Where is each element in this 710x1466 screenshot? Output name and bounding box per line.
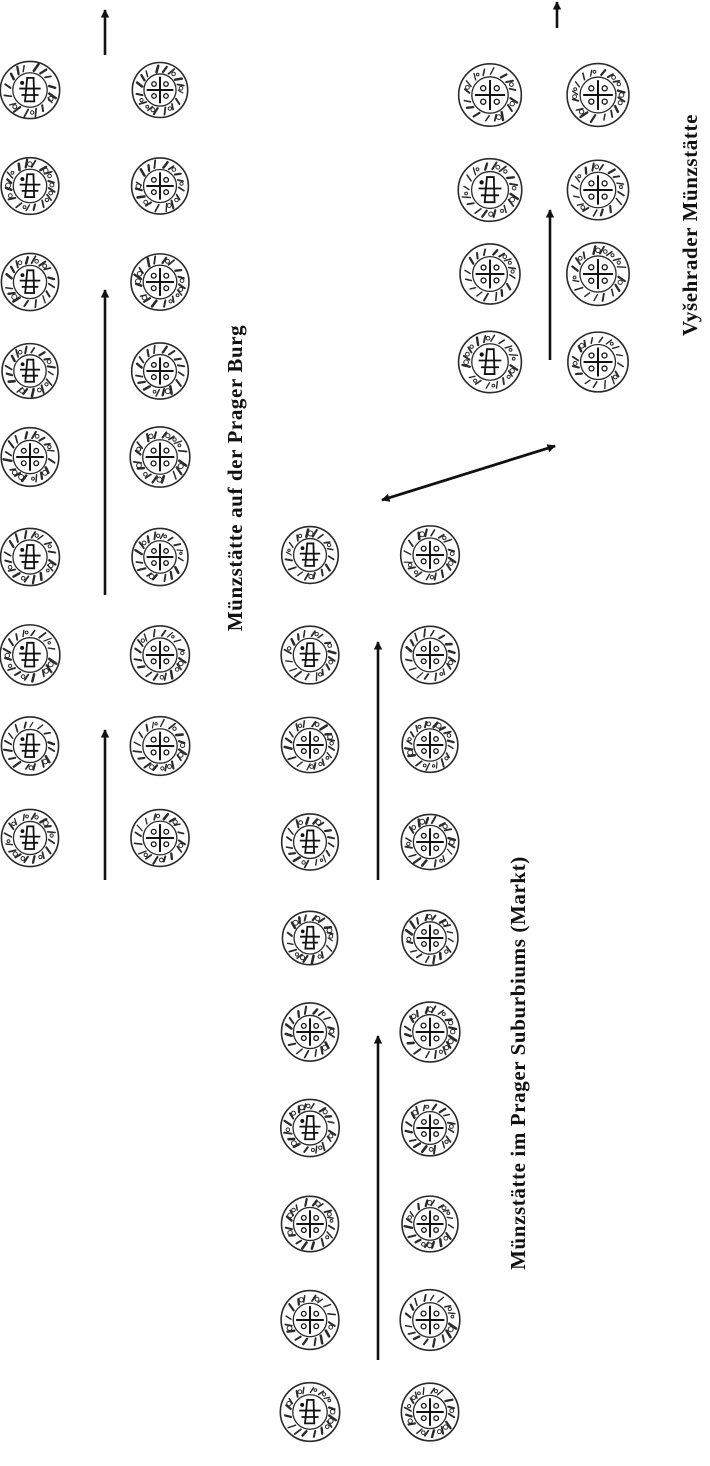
coin-icon [132,158,189,214]
coin-icon [400,1002,460,1062]
coin-icon [282,527,339,584]
coin-icon [402,910,458,965]
coin-icon [282,814,339,870]
coin-icon [280,1383,339,1442]
coin-icon [567,64,629,127]
coin-icon [132,343,189,399]
coin-icon [401,526,460,584]
coin-icon [1,253,58,310]
label-prague-suburbium: Münzstätte im Prager Suburbiums (Markt) [506,856,530,1270]
coin-icon [281,1003,338,1061]
coin-icon [282,911,337,964]
coin-icon [1,528,60,585]
coin-icon [131,810,189,867]
coin-icon [401,814,458,869]
coin-icon [131,626,190,684]
coin-icon [459,64,522,126]
coin-icon [567,243,629,306]
label-vysehrad: Vyšehrader Münzstätte [678,114,702,336]
coin-icon [401,1383,458,1441]
coin-icon [281,1099,339,1156]
coin-icon [567,160,628,219]
coin-icon [459,331,522,392]
coin-layer [0,61,629,1441]
coin-icon [1,809,58,866]
coin-icon [131,254,189,310]
coin-icon [402,1196,458,1252]
coin-icon [130,427,190,487]
coin-icon [132,528,188,585]
coin-icon [458,159,522,222]
label-prague-castle: Münzstätte auf der Prager Burg [223,325,247,632]
coin-icon [1,428,59,487]
coin-icon [402,718,458,773]
coin-icon [0,625,60,685]
coin-icon [402,1100,458,1156]
coin-icon [401,626,459,683]
coin-icon [568,332,628,392]
coin-icon [281,717,338,772]
coin-icon [1,717,58,775]
coin-icon [130,717,189,776]
coin-icon [0,61,59,118]
coin-icon [281,1291,339,1350]
coin-icon [132,62,187,117]
coin-icon [400,1290,460,1351]
coin-icon [1,158,59,215]
coin-icon [281,1196,338,1251]
coin-icon [281,626,339,684]
coin-icon [460,244,520,304]
arrow-icon [382,446,555,500]
coin-icon [2,344,58,399]
